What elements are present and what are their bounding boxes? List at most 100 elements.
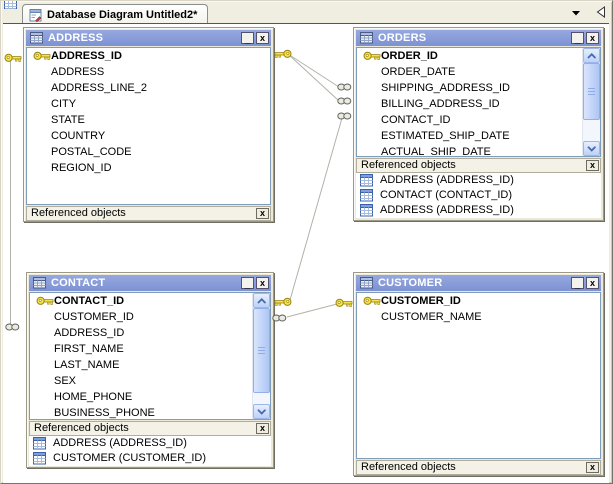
field-name: CUSTOMER_NAME xyxy=(381,311,482,323)
field-row[interactable]: SEX xyxy=(30,373,270,389)
field-row[interactable]: CUSTOMER_ID xyxy=(357,293,600,309)
field-row[interactable]: BUSINESS_PHONE xyxy=(30,405,270,419)
close-referenced-button[interactable]: x xyxy=(256,423,269,434)
field-name: CITY xyxy=(51,98,77,110)
field-row[interactable]: POSTAL_CODE xyxy=(27,144,270,160)
minimize-button[interactable]: _ xyxy=(241,277,254,290)
relationship-many-icon[interactable] xyxy=(337,83,352,91)
field-row[interactable]: CONTACT_ID xyxy=(30,293,270,309)
field-row[interactable]: ESTIMATED_SHIP_DATE xyxy=(357,128,600,144)
chevron-down-icon xyxy=(571,11,580,16)
field-row[interactable]: ADDRESS_LINE_2 xyxy=(27,80,270,96)
close-referenced-button[interactable]: x xyxy=(586,160,599,171)
relationship-key-icon[interactable] xyxy=(274,49,292,59)
field-row[interactable]: FIRST_NAME xyxy=(30,341,270,357)
entity-window-address: ADDRESS _ x ADDRESS_ID ADDRESS ADDRESS_L… xyxy=(23,27,274,222)
field-row[interactable]: ADDRESS_ID xyxy=(30,325,270,341)
field-row[interactable]: STATE xyxy=(27,112,270,128)
scrollbar-thumb[interactable] xyxy=(253,308,270,393)
referenced-object-item[interactable]: ADDRESS (ADDRESS_ID) xyxy=(29,436,271,451)
entity-window-contact: CONTACT _ x CONTACT_ID CUSTOMER_ID ADDRE… xyxy=(26,272,274,468)
table-icon xyxy=(360,277,373,289)
relationship-many-icon[interactable] xyxy=(337,97,352,105)
field-list: ORDER_ID ORDER_DATE SHIPPING_ADDRESS_ID … xyxy=(356,47,601,157)
referenced-objects-list: ADDRESS (ADDRESS_ID) CUSTOMER (CUSTOMER_… xyxy=(29,436,271,466)
entity-title: ORDERS xyxy=(378,32,427,44)
referenced-objects-header: Referenced objects x xyxy=(356,158,601,173)
field-row[interactable]: COUNTRY xyxy=(27,128,270,144)
scroll-down-button[interactable] xyxy=(253,404,270,419)
field-row[interactable]: REGION_ID xyxy=(27,160,270,176)
scrollbar-thumb[interactable] xyxy=(583,63,600,120)
vertical-scrollbar[interactable] xyxy=(252,293,270,419)
scroll-down-button[interactable] xyxy=(583,141,600,156)
entity-titlebar[interactable]: CUSTOMER _ x xyxy=(356,275,601,291)
close-button[interactable]: x xyxy=(256,277,269,289)
field-row[interactable]: LAST_NAME xyxy=(30,357,270,373)
scroll-down-icon xyxy=(587,145,596,151)
field-row[interactable]: ORDER_ID xyxy=(357,48,600,64)
field-row[interactable]: BILLING_ADDRESS_ID xyxy=(357,96,600,112)
minimize-button[interactable]: _ xyxy=(241,32,254,45)
referenced-object-item[interactable]: ADDRESS (ADDRESS_ID) xyxy=(356,173,601,188)
close-button[interactable]: x xyxy=(256,32,269,44)
close-referenced-button[interactable]: x xyxy=(256,208,269,219)
relationship-key-icon[interactable] xyxy=(4,53,22,63)
table-icon xyxy=(33,277,46,289)
relationship-many-icon[interactable] xyxy=(272,314,287,322)
referenced-object-item[interactable]: CUSTOMER (CUSTOMER_ID) xyxy=(29,451,271,466)
primary-key-icon xyxy=(363,51,381,61)
field-row[interactable]: SHIPPING_ADDRESS_ID xyxy=(357,80,600,96)
field-row[interactable]: ADDRESS xyxy=(27,64,270,80)
field-row[interactable]: HOME_PHONE xyxy=(30,389,270,405)
scroll-up-button[interactable] xyxy=(583,48,600,63)
close-button[interactable]: x xyxy=(586,277,599,289)
scroll-tabs-left-button[interactable] xyxy=(595,5,607,19)
minimize-button[interactable]: _ xyxy=(571,277,584,290)
field-name: ACTUAL_SHIP_DATE xyxy=(381,146,491,157)
table-icon xyxy=(33,452,46,465)
field-list: CUSTOMER_ID CUSTOMER_NAME xyxy=(356,292,601,459)
close-referenced-button[interactable]: x xyxy=(586,462,599,473)
field-name: SEX xyxy=(54,375,77,387)
relationship-key-icon[interactable] xyxy=(335,298,353,308)
field-row[interactable]: ADDRESS_ID xyxy=(27,48,270,64)
referenced-object-label: CONTACT (CONTACT_ID) xyxy=(380,189,512,201)
scroll-up-button[interactable] xyxy=(253,293,270,308)
referenced-objects-header: Referenced objects x xyxy=(26,206,271,221)
entity-window-orders: ORDERS _ x ORDER_ID ORDER_DATE SHIPPING_… xyxy=(353,27,604,221)
table-icon xyxy=(360,32,373,44)
field-row[interactable]: CITY xyxy=(27,96,270,112)
field-name: ADDRESS xyxy=(51,66,105,78)
tab-database-diagram[interactable]: Database Diagram Untitled2* xyxy=(22,4,209,24)
table-icon xyxy=(360,189,373,202)
minimize-button[interactable]: _ xyxy=(571,32,584,45)
field-row[interactable]: ORDER_DATE xyxy=(357,64,600,80)
referenced-object-label: ADDRESS (ADDRESS_ID) xyxy=(380,204,514,216)
scroll-up-icon xyxy=(587,52,596,58)
entity-titlebar[interactable]: ORDERS _ x xyxy=(356,30,601,46)
field-name: COUNTRY xyxy=(51,130,106,142)
field-name: CUSTOMER_ID xyxy=(54,311,134,323)
field-row[interactable]: CUSTOMER_ID xyxy=(30,309,270,325)
relationship-many-icon[interactable] xyxy=(5,323,20,331)
field-name: BUSINESS_PHONE xyxy=(54,407,155,419)
field-name: ORDER_DATE xyxy=(381,66,456,78)
referenced-object-item[interactable]: CONTACT (CONTACT_ID) xyxy=(356,188,601,203)
field-row[interactable]: ACTUAL_SHIP_DATE xyxy=(357,144,600,157)
referenced-objects-label: Referenced objects xyxy=(31,207,126,219)
scroll-up-icon xyxy=(257,297,266,303)
relationship-many-icon[interactable] xyxy=(337,112,352,120)
relationship-key-icon[interactable] xyxy=(274,297,292,307)
referenced-object-item[interactable]: ADDRESS (ADDRESS_ID) xyxy=(356,203,601,218)
field-name: ORDER_ID xyxy=(381,50,438,62)
field-row[interactable]: CUSTOMER_NAME xyxy=(357,309,600,325)
referenced-object-label: CUSTOMER (CUSTOMER_ID) xyxy=(53,452,206,464)
tab-list-dropdown-button[interactable] xyxy=(568,7,584,20)
field-row[interactable]: CONTACT_ID xyxy=(357,112,600,128)
entity-titlebar[interactable]: ADDRESS _ x xyxy=(26,30,271,46)
entity-titlebar[interactable]: CONTACT _ x xyxy=(29,275,271,291)
close-button[interactable]: x xyxy=(586,32,599,44)
vertical-scrollbar[interactable] xyxy=(582,48,600,156)
field-name: ESTIMATED_SHIP_DATE xyxy=(381,130,510,142)
